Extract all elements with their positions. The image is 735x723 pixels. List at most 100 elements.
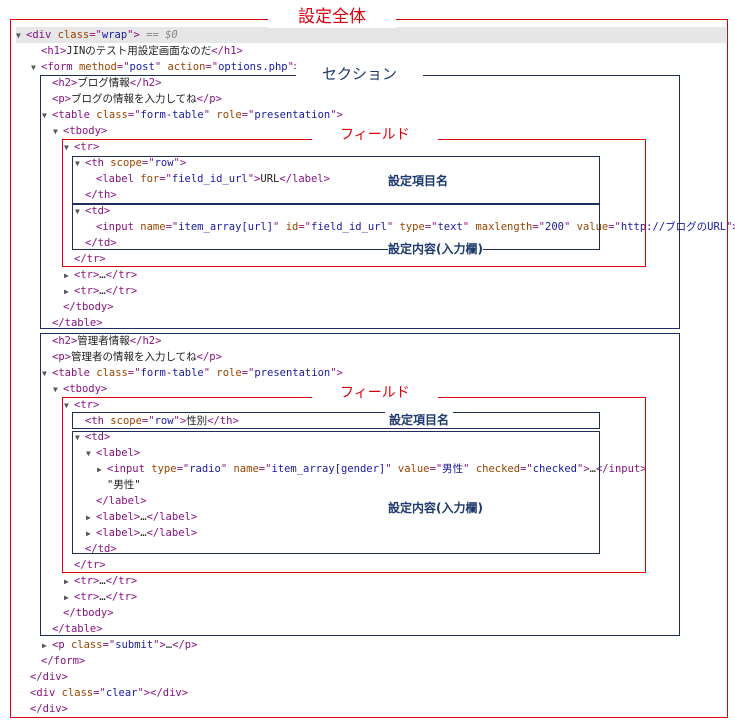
dom-line[interactable]: ▼<table class="form-table" role="present… [42, 365, 343, 381]
dom-line[interactable]: <label for="field_id_url">URL</label> [86, 171, 330, 187]
setting-name-box-1 [72, 156, 600, 204]
expand-closed-icon[interactable]: ▶ [86, 513, 91, 522]
expand-open-icon[interactable]: ▼ [31, 63, 36, 72]
code-token: <th [85, 157, 111, 169]
dom-line[interactable]: ▼<label> [86, 445, 140, 461]
expand-open-icon[interactable]: ▼ [53, 385, 58, 394]
dom-line[interactable]: ▼<tbody> [53, 123, 107, 139]
expand-closed-icon[interactable]: ▶ [42, 641, 47, 650]
code-token: … [165, 639, 173, 651]
code-token: <tr> [74, 575, 100, 587]
dom-line[interactable]: </label> [86, 493, 147, 509]
dom-line[interactable]: </table> [42, 621, 103, 637]
dom-line[interactable]: "男性" [97, 477, 141, 493]
code-token: </th> [207, 415, 239, 427]
code-token: " [463, 463, 476, 475]
expand-open-icon[interactable]: ▼ [75, 159, 80, 168]
code-token: </div> [30, 703, 68, 715]
code-token: … [99, 591, 106, 603]
dom-line[interactable]: ▼ <tbody> [53, 381, 107, 397]
code-token: "> [173, 415, 187, 427]
dom-line[interactable]: ▼<div class="wrap"> == $0 [16, 27, 726, 43]
dom-line[interactable]: </div> [20, 701, 68, 717]
code-token: … [140, 511, 147, 523]
dom-line[interactable]: <div class="clear"></div> [20, 685, 188, 701]
expand-open-icon[interactable]: ▼ [42, 111, 47, 120]
code-token: … [140, 527, 147, 539]
expand-open-icon[interactable]: ▼ [53, 127, 58, 136]
dom-line[interactable]: ▼<td> [75, 203, 110, 219]
code-token: " [386, 221, 400, 233]
code-token: <label> [96, 527, 141, 539]
code-token: http://ブログのURL [620, 221, 727, 233]
expand-open-icon[interactable]: ▼ [64, 401, 69, 410]
dom-line[interactable]: ▼<tr> [64, 397, 99, 413]
dom-line[interactable]: ▶<tr>…</tr> [64, 267, 137, 283]
code-token: </label> [96, 495, 147, 507]
code-token: =" [241, 367, 255, 379]
dom-line[interactable]: ▶<tr>…</tr> [64, 573, 137, 589]
code-token: <h1> [41, 45, 67, 57]
dom-line[interactable]: ▶<tr>…</tr> [64, 283, 137, 299]
setting-content-box-2 [72, 431, 600, 554]
code-token: <input [107, 463, 152, 475]
code-token: <tbody> [63, 383, 108, 395]
code-token: " [203, 367, 217, 379]
code-token: </label> [279, 173, 330, 185]
code-token: options.php [218, 61, 288, 73]
dom-line[interactable]: </tbody> [53, 299, 114, 315]
setting-name-label-1: 設定項目名 [388, 172, 449, 189]
expand-closed-icon[interactable]: ▶ [97, 465, 102, 474]
dom-line[interactable]: ▼<th scope="row"> [75, 155, 186, 171]
dom-line[interactable]: ▶<input type="radio" name="item_array[ge… [97, 461, 647, 477]
dom-line[interactable]: </td> [75, 541, 117, 557]
dom-line[interactable]: </tbody> [53, 605, 114, 621]
code-token: <tr> [74, 591, 100, 603]
dom-line[interactable]: </td> [75, 235, 117, 251]
expand-closed-icon[interactable]: ▶ [64, 577, 69, 586]
code-token: =" [520, 463, 533, 475]
dom-line[interactable]: ▼<table class="form-table" role="present… [42, 107, 343, 123]
expand-closed-icon[interactable]: ▶ [64, 287, 69, 296]
dom-line[interactable]: <input name="item_array[url]" id="field_… [86, 219, 735, 235]
dom-line[interactable]: ▼<tr> [64, 139, 99, 155]
dom-line[interactable]: ▼<td> [75, 429, 110, 445]
dom-line[interactable]: <h2>ブログ情報</h2> [42, 75, 161, 91]
dom-line[interactable]: <p>管理者の情報を入力してね</p> [42, 349, 222, 365]
expand-open-icon[interactable]: ▼ [16, 31, 21, 40]
dom-line[interactable]: ▶<label>…</label> [86, 525, 197, 541]
dom-line[interactable]: </div> [20, 669, 68, 685]
dom-line[interactable]: ▶<p class="submit">…</p> [42, 637, 197, 653]
code-token: </tr> [105, 591, 138, 603]
expand-closed-icon[interactable]: ▶ [86, 529, 91, 538]
expand-open-icon[interactable]: ▼ [42, 369, 47, 378]
code-token: "> [577, 463, 590, 475]
expand-open-icon[interactable]: ▼ [86, 449, 91, 458]
code-token: name [233, 463, 259, 475]
dom-line[interactable]: ▶ <tr>…</tr> [64, 589, 137, 605]
dom-line[interactable]: <h1>JINのテスト用設定画面なのだ</h1> [31, 43, 243, 59]
code-token: <h2> [52, 77, 78, 89]
dom-line[interactable]: <h2>管理者情報</h2> [42, 333, 161, 349]
dom-line[interactable]: </th> [75, 187, 117, 203]
code-token: </tbody> [63, 607, 114, 619]
expand-open-icon[interactable]: ▼ [64, 143, 69, 152]
dom-line[interactable]: <th scope="row">性別</th> [75, 413, 239, 429]
code-token: <h2> [52, 335, 78, 347]
code-token: =" [93, 687, 106, 699]
setting-name-box-2 [72, 412, 600, 429]
dom-line[interactable]: </tr> [64, 251, 106, 267]
expand-closed-icon[interactable]: ▶ [64, 593, 69, 602]
dom-line[interactable]: ▶<label>…</label> [86, 509, 197, 525]
expand-closed-icon[interactable]: ▶ [64, 271, 69, 280]
code-token: </h2> [129, 77, 162, 89]
dom-line[interactable]: </tr> [64, 557, 106, 573]
code-token: row [154, 157, 174, 169]
dom-line[interactable]: </table> [42, 315, 103, 331]
dom-line[interactable]: <p>ブログの情報を入力してね</p> [42, 91, 222, 107]
code-token: name [140, 221, 166, 233]
expand-open-icon[interactable]: ▼ [75, 207, 80, 216]
code-token: " [154, 61, 168, 73]
expand-open-icon[interactable]: ▼ [75, 433, 80, 442]
dom-line[interactable]: </form> [31, 653, 85, 669]
